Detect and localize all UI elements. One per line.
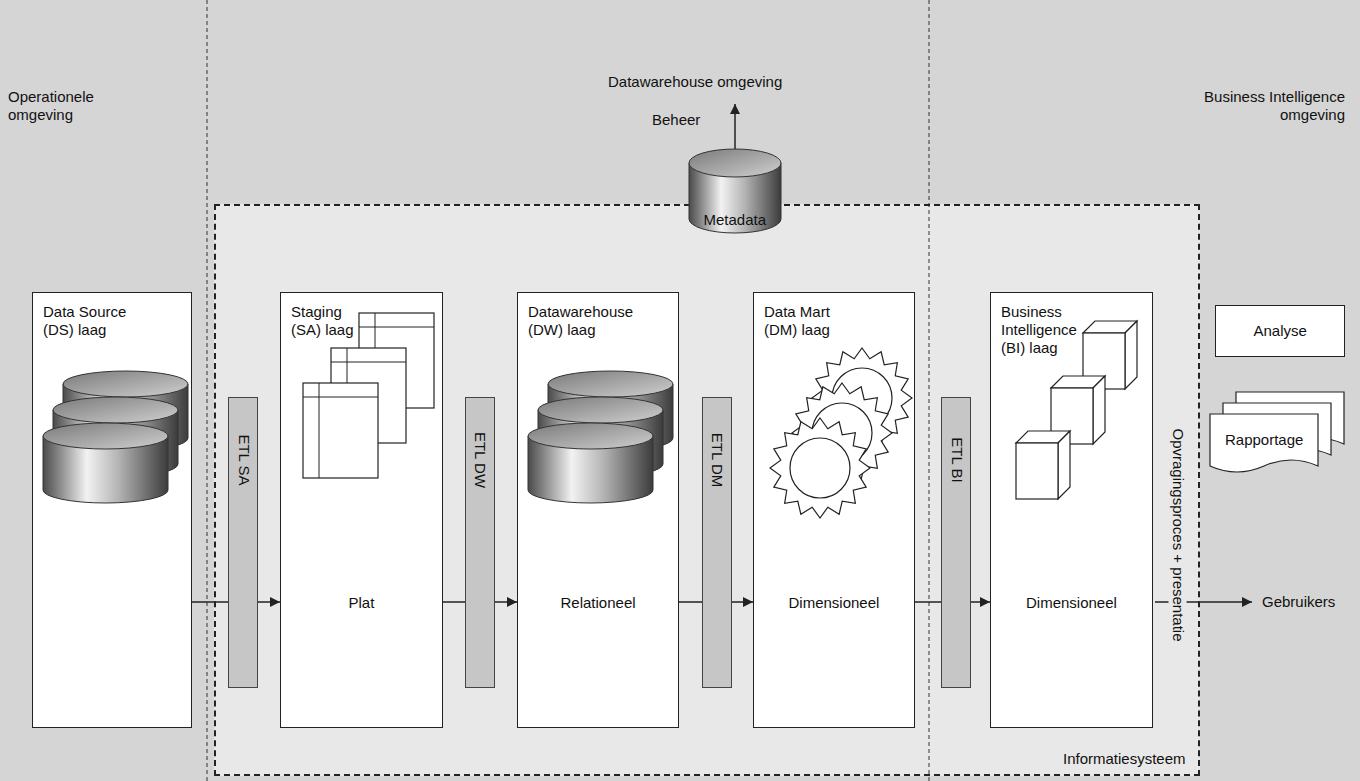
layer-title: Data Source (DS) laag [43, 303, 153, 339]
etl-label: ETL DW [471, 432, 489, 488]
inner-ground [214, 204, 1200, 776]
zone-label: Operationele omgeving [8, 88, 138, 124]
output-label: Analyse [1254, 322, 1307, 340]
report-stack: Rapportage [1210, 414, 1318, 476]
zone-divider [207, 0, 208, 781]
cylinder-top [53, 397, 178, 423]
layer-title: Staging (SA) laag [291, 303, 371, 339]
etl-bar: ETL DW [465, 397, 495, 688]
zone-divider [929, 0, 930, 781]
store-label: Metadata [704, 211, 767, 229]
layer-title: Data Mart (DM) laag [764, 303, 854, 339]
node-illustration [754, 293, 914, 727]
cube [1016, 431, 1070, 499]
beheer-arrow [734, 104, 736, 150]
layer-kind: Relationeel [561, 594, 636, 612]
node-illustration [281, 293, 442, 727]
user-label: Gebruikers [1262, 593, 1335, 611]
star-dimension [770, 418, 870, 518]
layer-title: Datawarehouse (DW) laag [528, 303, 638, 339]
zone-label: Datawarehouse omgeving [608, 73, 782, 91]
layer-kind: Dimensioneel [789, 594, 880, 612]
layer-kind: Dimensioneel [1026, 594, 1117, 612]
layer-kind: Plat [349, 594, 375, 612]
zone-label: Business Intelligence omgeving [1165, 88, 1345, 124]
cylinder-top [548, 371, 673, 397]
table-sheet [303, 383, 378, 478]
node-illustration [33, 293, 191, 727]
etl-label: ETL BI [947, 437, 965, 482]
boundary-label: Informatiesysteem [1063, 750, 1186, 768]
system-boundary: Informatiesysteem MetadataETL SA Staging (… [214, 204, 1200, 776]
etl-label: ETL SA [234, 434, 252, 485]
metadata-store: Metadata [688, 148, 782, 234]
process-label: Opvragingsproces + presentatie [1168, 425, 1186, 644]
cylinder-top [538, 397, 663, 423]
report-sheet [1210, 414, 1318, 472]
layer-box: Data Mart (DM) laagDimensioneel [753, 292, 915, 728]
layer-box: Staging (SA) laagPlat [280, 292, 443, 728]
etl-bar: ETL SA [228, 397, 258, 688]
node-illustration [991, 293, 1152, 727]
cylinder-top [528, 423, 653, 449]
node-illustration [518, 293, 678, 727]
layer-box: Data Source (DS) laag [32, 292, 192, 728]
output-box: Analyse [1215, 305, 1345, 357]
etl-bar: ETL DM [702, 397, 732, 688]
layer-box: Business Intelligence (BI) laagDimension… [990, 292, 1153, 728]
layer-title: Business Intelligence (BI) laag [1001, 303, 1096, 357]
etl-bar: ETL BI [941, 397, 971, 688]
arrow-label: Beheer [652, 111, 700, 129]
output-label: Rapportage [1225, 431, 1303, 449]
cylinder-top [63, 371, 188, 397]
cylinder-top [43, 423, 168, 449]
layer-box: Datawarehouse (DW) laagRelationeel [517, 292, 679, 728]
cylinder-top [689, 149, 781, 177]
etl-label: ETL DM [708, 433, 726, 487]
